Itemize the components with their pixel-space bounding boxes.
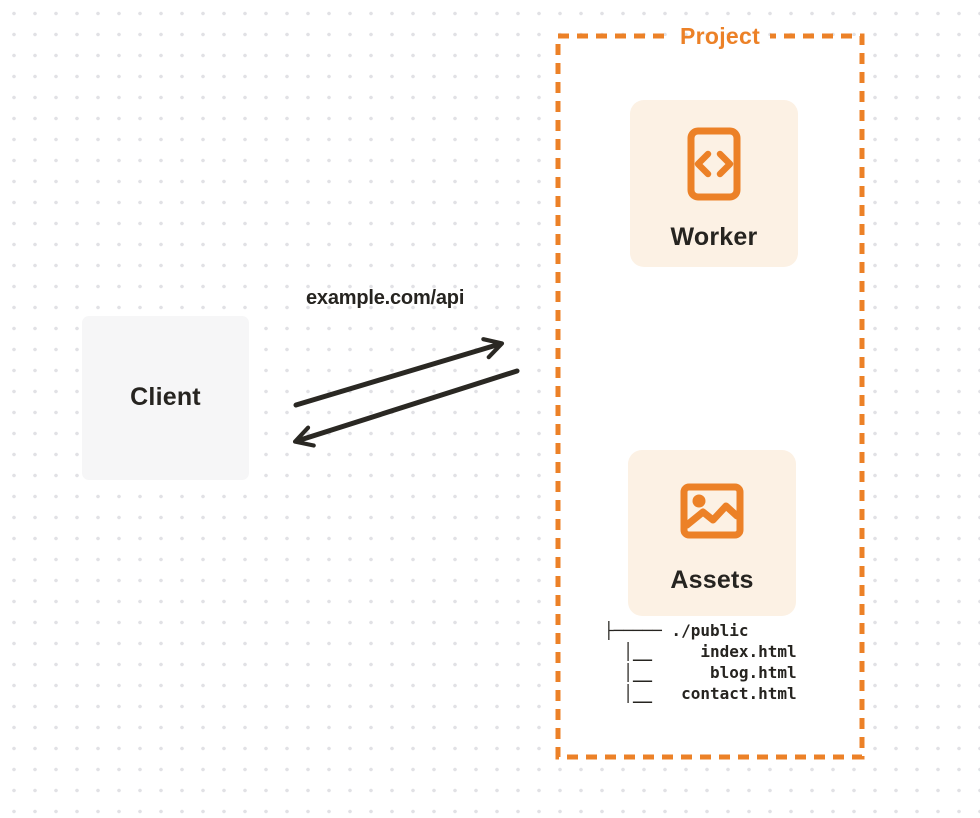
assets-label: Assets: [670, 566, 754, 594]
request-arrow: [293, 337, 505, 408]
project-title: Project: [679, 23, 761, 49]
public-directory-tree: ├───── ./public │__ index.html │__ blog.…: [604, 621, 797, 703]
code-file-icon: [687, 127, 741, 201]
response-arrow: [292, 368, 520, 448]
assets-node: Assets: [628, 450, 796, 616]
worker-label: Worker: [670, 223, 758, 251]
worker-node: Worker: [630, 100, 798, 267]
client-label: Client: [130, 383, 201, 412]
project-dashed-boundary: [555, 33, 865, 760]
client-node: Client: [82, 316, 249, 480]
image-picture-icon: [680, 483, 744, 539]
request-url-label: example.com/api: [306, 287, 465, 309]
